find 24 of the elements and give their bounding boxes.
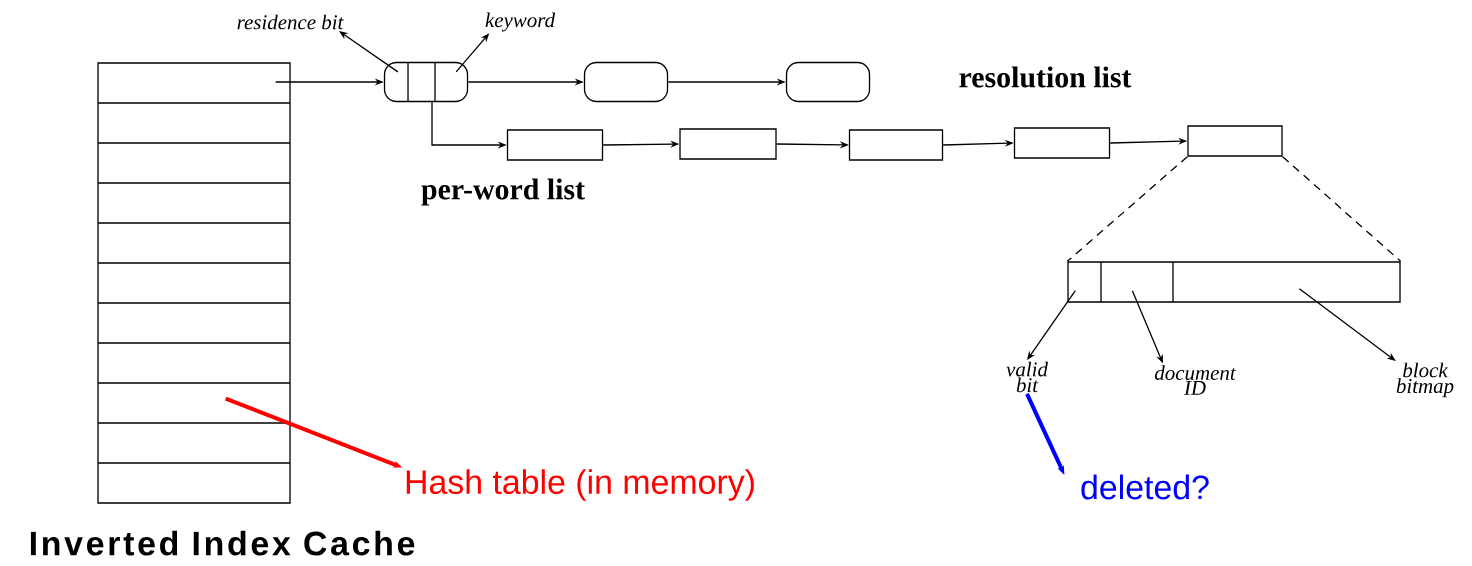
hash-table bbox=[97, 62, 291, 504]
field-label: residence bit bbox=[237, 14, 344, 30]
arrow bbox=[339, 31, 399, 73]
zoom-line bbox=[1282, 156, 1402, 262]
record-box bbox=[583, 61, 669, 103]
field-label: block bitmap bbox=[1396, 362, 1454, 398]
record-box bbox=[383, 61, 469, 103]
annotation-text: deleted? bbox=[1081, 474, 1209, 500]
field-label: keyword bbox=[485, 12, 556, 32]
list-box bbox=[1187, 125, 1283, 157]
field-label: document ID bbox=[1155, 365, 1237, 395]
list-box bbox=[506, 129, 604, 161]
table-label: Inverted Index Cache bbox=[30, 530, 415, 556]
list-box bbox=[1013, 127, 1111, 159]
annotation-text: Hash table (in memory) bbox=[406, 469, 754, 501]
arrow bbox=[1298, 288, 1396, 361]
zoom-line bbox=[1066, 156, 1188, 262]
record-box bbox=[785, 61, 871, 103]
list-box bbox=[848, 129, 944, 161]
list-label: per-word list bbox=[421, 178, 585, 206]
list-box bbox=[679, 128, 777, 160]
list-label: resolution list bbox=[959, 66, 1132, 88]
field-label: valid bit bbox=[1006, 361, 1048, 393]
record-box bbox=[1067, 261, 1401, 303]
